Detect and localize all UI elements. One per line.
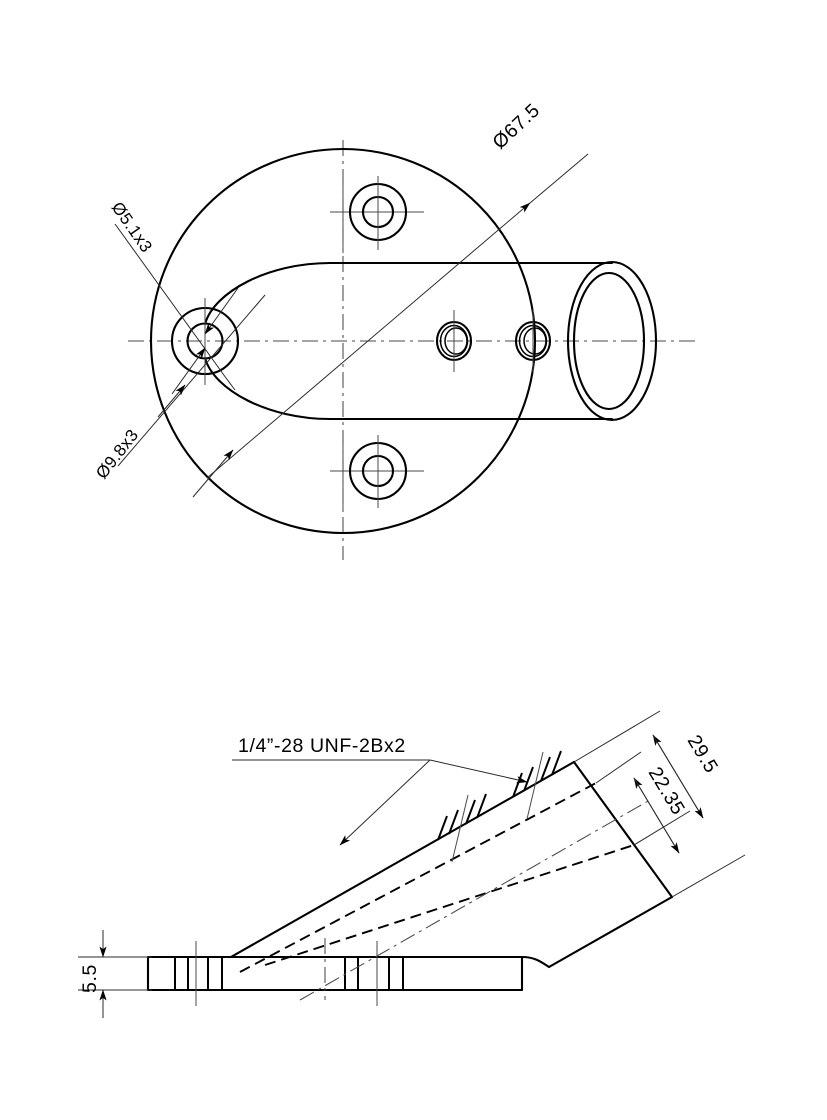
tube-end-face — [572, 760, 674, 899]
d675-leader-extension — [529, 153, 589, 204]
thread-1-tick-b — [448, 809, 459, 835]
boss-upper-fillet — [203, 261, 332, 326]
thread-2-tick-b — [523, 766, 534, 792]
tube-upper-outer-edge — [229, 760, 576, 959]
top-view: Ø67.5 Ø5.1x3 Ø9.8x3 — [92, 99, 700, 560]
threaded-hole-2 — [514, 310, 552, 372]
dimension-29-5: 29.5 — [573, 710, 746, 898]
thread-callout: 1/4”-28 UNF-2Bx2 — [232, 735, 528, 846]
tube-bore-hidden-upper — [239, 782, 597, 973]
mounting-hole-lower — [330, 430, 424, 512]
tube-axis-centerline — [299, 799, 651, 1001]
d295-dim-line-down — [652, 734, 704, 819]
flange-plate-outline — [146, 955, 524, 992]
d295-extension-upper — [573, 710, 661, 763]
tube-end-outer-ellipse — [566, 260, 658, 422]
d98-arrow-upper — [157, 384, 186, 418]
inclined-thread-hole-1 — [437, 793, 487, 863]
d98-label: Ø9.8x3 — [92, 426, 142, 483]
tube-bore-hidden-lower — [264, 844, 635, 966]
dimension-22-35: 22.35 — [595, 751, 691, 854]
thread-callout-leader-1 — [339, 759, 431, 846]
side-elevation-view: 1/4”-28 UNF-2Bx2 29.5 22.35 5.5 — [78, 710, 746, 1018]
d675-dimension-line — [206, 202, 531, 479]
thread-callout-label: 1/4”-28 UNF-2Bx2 — [238, 735, 406, 757]
flange-plate-outer-circle — [149, 147, 537, 535]
mounting-hole-upper — [330, 170, 424, 253]
thread-hole-1-bore — [444, 327, 468, 355]
d295-extension-lower — [671, 854, 746, 898]
d51-leader-tail — [225, 377, 236, 391]
d295-label: 29.5 — [683, 731, 723, 777]
d51-arrow-upper — [204, 287, 239, 335]
tube-boss-plan — [203, 260, 658, 422]
thread-1-tick-d — [476, 793, 487, 819]
thread-2-tick-d — [551, 750, 562, 776]
dimension-5-5: 5.5 — [78, 930, 152, 1018]
inclined-thread-hole-2 — [512, 750, 562, 820]
thread-2-axis — [526, 751, 544, 820]
d2235-dim-line-down — [633, 777, 680, 854]
inclined-tube-section — [229, 750, 674, 1001]
leader-d5-1x3: Ø5.1x3 — [108, 198, 239, 395]
d2235-extension-upper — [595, 751, 642, 784]
d2235-extension-lower — [633, 810, 691, 846]
d98-leader-line — [117, 294, 266, 467]
thread-hole-2-bore — [523, 327, 547, 355]
tube-lower-outer-edge — [547, 895, 674, 969]
flange-to-tube-fillet — [520, 955, 551, 969]
thread-2-tick-c — [540, 756, 551, 782]
flange-plate-section — [146, 938, 551, 1006]
threaded-hole-1 — [435, 310, 473, 372]
thread-1-tick-a — [437, 815, 448, 841]
d98-arrow-lower — [192, 449, 234, 498]
d2235-label: 22.35 — [644, 763, 690, 819]
boss-lower-fillet — [203, 356, 332, 421]
d51-leader-line — [114, 223, 227, 379]
d55-label: 5.5 — [79, 964, 101, 993]
thread-callout-leader-2 — [429, 759, 528, 784]
thread-1-axis — [451, 794, 469, 863]
tube-end-inner-ellipse — [572, 271, 646, 411]
thread-1-tick-c — [465, 799, 476, 825]
top-view-centerlines — [128, 140, 700, 560]
d675-label: Ø67.5 — [488, 99, 544, 153]
